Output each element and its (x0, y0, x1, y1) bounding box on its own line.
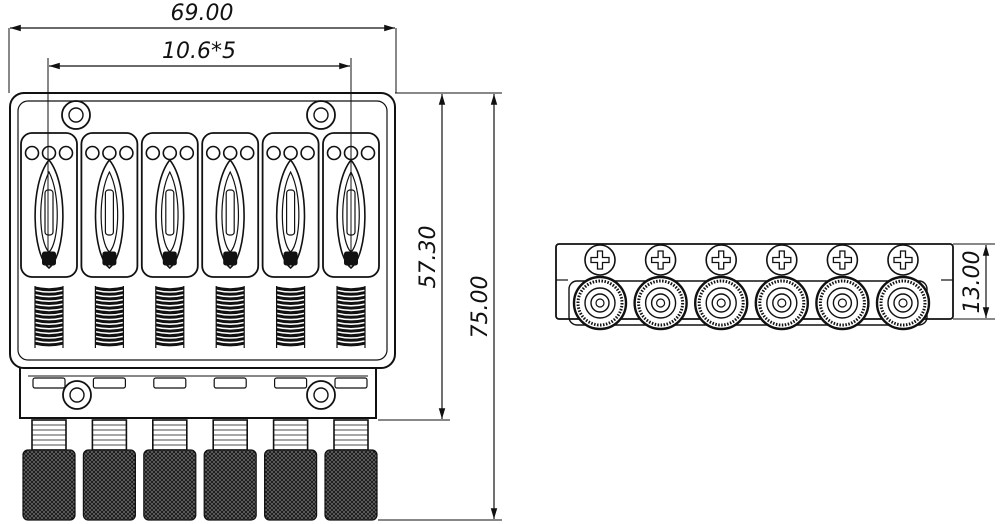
knurled-knob-icon (203, 449, 257, 521)
fine-tuner (203, 419, 257, 521)
roller (754, 275, 809, 331)
fine-tuner (82, 419, 137, 521)
fine-tuner (264, 419, 318, 521)
saddle (261, 132, 320, 521)
spring (336, 286, 366, 348)
saddle (322, 132, 380, 521)
fine-tuner (143, 419, 197, 521)
dimension-lines: 69.00 10.6*5 57.30 75.00 (8, 1, 502, 521)
side-roller-group (572, 275, 931, 331)
fine-tuner (22, 419, 76, 521)
mounting-screw-icon (306, 100, 336, 130)
tail-slot (153, 377, 187, 389)
fine-tuner (324, 419, 378, 521)
mounting-screw-icon (61, 100, 91, 130)
tail-slot (274, 377, 308, 389)
tail-slot (334, 377, 368, 389)
roller (815, 275, 870, 331)
overall-width-label: 69.00 (171, 1, 234, 26)
tail-slot (92, 377, 127, 389)
phillips-screw-icon (705, 244, 738, 276)
saddle (201, 132, 260, 521)
overall-length-label: 75.00 (468, 276, 493, 339)
tail-slot (213, 377, 247, 389)
spring (276, 286, 306, 348)
mounting-screw-icon (306, 380, 336, 410)
side-screw-group (584, 244, 919, 276)
roller (875, 275, 931, 331)
knurled-knob-icon (324, 449, 378, 521)
side-view: 13.00 (555, 243, 995, 331)
saddle (20, 132, 78, 521)
side-body (555, 243, 954, 320)
base-plate-inner (17, 100, 388, 361)
tail-block (19, 368, 377, 419)
phillips-screw-icon (887, 244, 919, 276)
phillips-screw-icon (826, 244, 859, 276)
side-height-label: 13.00 (960, 251, 985, 314)
knurled-knob-icon (143, 449, 197, 521)
phillips-screw-icon (644, 244, 677, 276)
knurled-knob-icon (264, 449, 318, 521)
spring (215, 286, 245, 348)
saddle (80, 132, 139, 521)
roller (633, 275, 688, 331)
tail-slot (32, 377, 66, 389)
phillips-screw-icon (765, 244, 798, 276)
top-view (9, 58, 396, 521)
mounting-screw-icon (62, 380, 92, 410)
phillips-screw-icon (584, 244, 616, 276)
plate-length-label: 57.30 (416, 226, 441, 289)
roller (572, 275, 628, 331)
string-spacing-label: 10.6*5 (162, 39, 236, 64)
spring (94, 286, 125, 348)
knurled-knob-icon (82, 449, 137, 521)
roller (694, 275, 749, 331)
tail-slots (32, 377, 368, 389)
spring (155, 286, 185, 348)
saddle-group (20, 132, 380, 521)
saddle (140, 132, 199, 521)
spring (34, 286, 64, 348)
knurled-knob-icon (22, 449, 76, 521)
base-plate (9, 92, 396, 369)
